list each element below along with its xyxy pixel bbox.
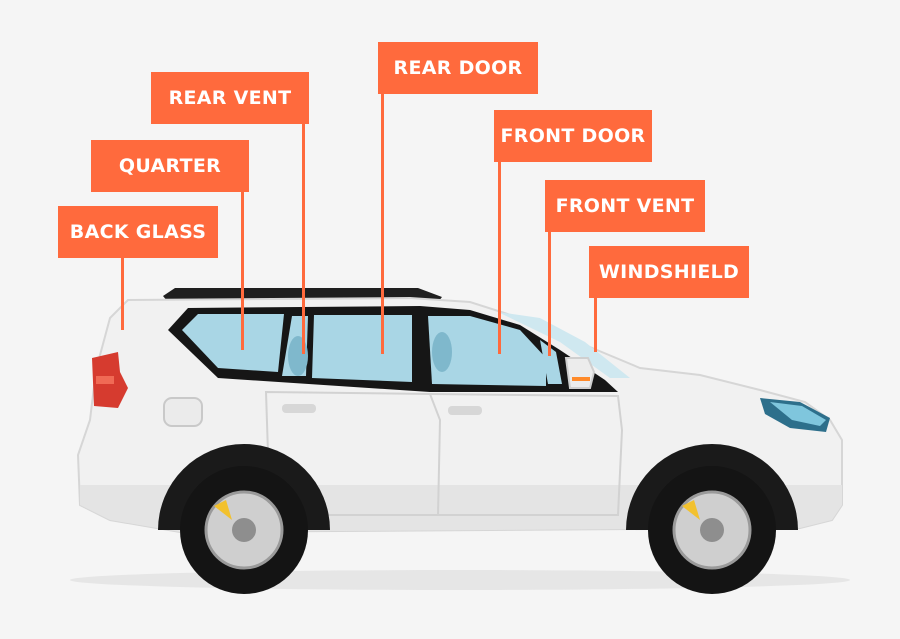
windshield-leader: [594, 298, 597, 352]
label-windshield: WINDSHIELD: [589, 246, 749, 298]
label-back-glass: BACK GLASS: [58, 206, 218, 258]
quarter-glass: [182, 314, 284, 372]
seat-rear: [288, 336, 308, 376]
rear-vent-leader: [302, 124, 305, 354]
front-brake-caliper: [682, 500, 700, 520]
seat-front: [432, 332, 452, 372]
rear-brake-caliper: [214, 500, 232, 520]
rear-door-glass: [312, 315, 412, 382]
label-front-vent: FRONT VENT: [545, 180, 705, 232]
front-vent-leader: [548, 232, 551, 356]
back-glass-leader: [121, 258, 124, 330]
front-door-glass: [428, 316, 546, 386]
front-hub: [700, 518, 724, 542]
front-door-handle: [448, 406, 482, 415]
headlight-lens: [770, 402, 826, 426]
label-rear-vent: REAR VENT: [151, 72, 309, 124]
mirror-indicator: [572, 377, 590, 381]
front-door-panel: [429, 393, 624, 516]
rear-door-handle: [282, 404, 316, 413]
front-door-leader: [498, 162, 501, 354]
quarter-leader: [241, 192, 244, 350]
front-vent-glass: [540, 340, 562, 384]
side-mirror: [564, 357, 596, 389]
fuel-cap: [163, 397, 203, 427]
label-quarter: QUARTER: [91, 140, 249, 192]
rear-hub: [232, 518, 256, 542]
label-front-door: FRONT DOOR: [494, 110, 652, 162]
label-rear-door: REAR DOOR: [378, 42, 538, 94]
tail-light-reflection: [96, 376, 114, 384]
windshield-glass: [498, 312, 630, 378]
rear-door-leader: [381, 94, 384, 354]
